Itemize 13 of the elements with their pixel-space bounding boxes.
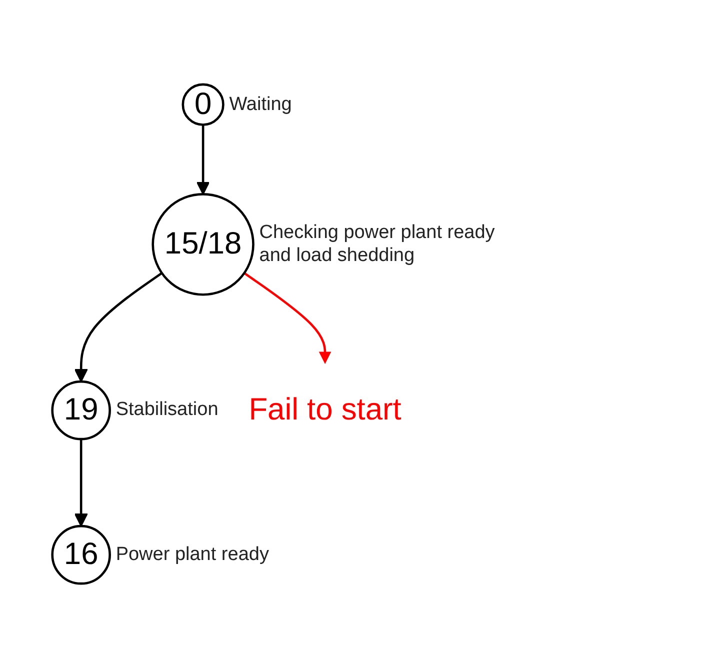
node-circle — [182, 83, 224, 126]
arrow — [74, 439, 88, 527]
state-description: Power plant ready — [116, 542, 269, 567]
state-description: Stabilisation — [116, 398, 218, 422]
state-description: Waiting — [229, 92, 292, 116]
node-text: Fail to start — [248, 393, 402, 428]
node-circle — [51, 524, 111, 585]
node-circle — [51, 380, 111, 440]
state-description: Checking power plant ready and load shedding — [259, 220, 496, 268]
arrow — [74, 272, 163, 382]
arrow — [196, 124, 210, 195]
node-circle — [152, 193, 254, 296]
arrow — [244, 272, 332, 364]
